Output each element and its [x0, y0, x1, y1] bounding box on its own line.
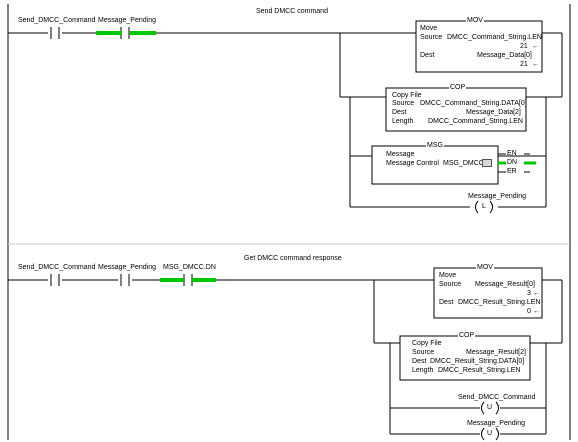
cop-title: COP — [449, 84, 467, 92]
xic-contact-send-dmcc-command-2[interactable] — [48, 274, 62, 286]
msg-en-output: EN — [507, 150, 517, 157]
mov-dest-value: 21 — [520, 61, 528, 68]
mov-dest-label-2: Dest — [439, 299, 454, 306]
rung-0-comment: Send DMCC command — [256, 8, 328, 15]
mov-block-rung-1[interactable] — [433, 267, 543, 319]
msg-er-output: ER — [507, 168, 517, 175]
arrow-icon: ← — [532, 43, 539, 50]
mov-source-tag: DMCC_Command_String.LEN — [447, 34, 542, 41]
unlatch-coil-tag-2: Message_Pending — [467, 420, 525, 427]
latch-coil-tag: Message_Pending — [468, 193, 526, 200]
mov-block-rung-0[interactable] — [415, 20, 543, 73]
msg-block-rung-0[interactable] — [371, 145, 499, 185]
mov-title-2: MOV — [476, 264, 494, 272]
unlatch-coil-message-pending[interactable] — [481, 427, 499, 441]
cop-name: Copy File — [392, 92, 422, 99]
contact-label-send-dmcc-command-2: Send_DMCC_Command — [18, 264, 96, 271]
mov-source-value-2: 3 — [527, 290, 531, 297]
mov-title: MOV — [466, 17, 484, 25]
cop-length-tag: DMCC_Command_String.LEN — [428, 118, 523, 125]
mov-source-label: Source — [420, 34, 443, 41]
mov-dest-label: Dest — [420, 52, 435, 59]
mov-dest-tag-2: DMCC_Result_String.LEN — [458, 299, 541, 306]
msg-control-tag: MSG_DMCC — [443, 160, 484, 167]
msg-config-button[interactable] — [482, 159, 492, 167]
msg-control-label: Message Control — [386, 160, 439, 167]
cop-source-label-2: Source — [412, 349, 435, 356]
msg-name: Message — [386, 151, 415, 158]
unlatch-coil-type-2: U — [487, 430, 493, 437]
cop-block-rung-0[interactable] — [385, 87, 527, 132]
rung-1-comment: Get DMCC command response — [244, 255, 342, 262]
rung-0 — [8, 20, 563, 214]
rung-1 — [8, 267, 563, 441]
cop-source-tag: DMCC_Command_String.DATA[0] — [420, 100, 527, 107]
cop-length-tag-2: DMCC_Result_String.LEN — [438, 367, 521, 374]
cop-length-label: Length — [392, 118, 414, 125]
xic-contact-message-pending[interactable] — [116, 27, 134, 39]
contact-label-message-pending: Message_Pending — [98, 17, 156, 24]
msg-dn-output: DN — [507, 159, 518, 166]
cop-dest-tag-2: DMCC_Result_String.DATA[0] — [430, 358, 525, 365]
contact-label-send-dmcc-command: Send_DMCC_Command — [18, 17, 96, 24]
contact-label-msg-dmcc-dn: MSG_DMCC.DN — [163, 264, 216, 271]
cop-source-tag-2: Message_Result[2] — [466, 349, 526, 356]
arrow-icon: ← — [533, 308, 540, 315]
mov-dest-tag: Message_Data[0] — [477, 52, 532, 59]
cop-block-rung-1[interactable] — [399, 335, 531, 381]
arrow-icon: ← — [532, 61, 539, 68]
mov-source-value: 21 — [520, 43, 528, 50]
latch-coil-type: L — [482, 203, 486, 210]
mov-source-label-2: Source — [439, 281, 462, 288]
unlatch-coil-tag-1: Send_DMCC_Command — [458, 394, 536, 401]
mov-name-2: Move — [439, 272, 457, 279]
cop-dest-tag: Message_Data[2] — [466, 109, 521, 116]
unlatch-coil-type-1: U — [487, 404, 493, 411]
mov-name: Move — [420, 25, 438, 32]
msg-outputs — [498, 153, 536, 173]
mov-dest-value-2: 0 — [527, 308, 531, 315]
contact-label-message-pending-2: Message_Pending — [98, 264, 156, 271]
msg-title: MSG — [426, 142, 444, 150]
cop-title-2: COP — [458, 332, 476, 340]
cop-dest-label-2: Dest — [412, 358, 427, 365]
cop-dest-label: Dest — [392, 109, 407, 116]
xic-contact-msg-dmcc-dn[interactable] — [179, 274, 197, 286]
xic-contact-send-dmcc-command[interactable] — [48, 27, 62, 39]
xic-contact-message-pending-2[interactable] — [118, 274, 132, 286]
mov-source-tag-2: Message_Result[0] — [475, 281, 535, 288]
unlatch-coil-send-dmcc-command[interactable] — [481, 401, 499, 415]
cop-name-2: Copy File — [412, 340, 442, 347]
cop-length-label-2: Length — [412, 367, 434, 374]
latch-coil-message-pending[interactable] — [475, 200, 493, 214]
arrow-icon: ← — [533, 290, 540, 297]
cop-source-label: Source — [392, 100, 415, 107]
